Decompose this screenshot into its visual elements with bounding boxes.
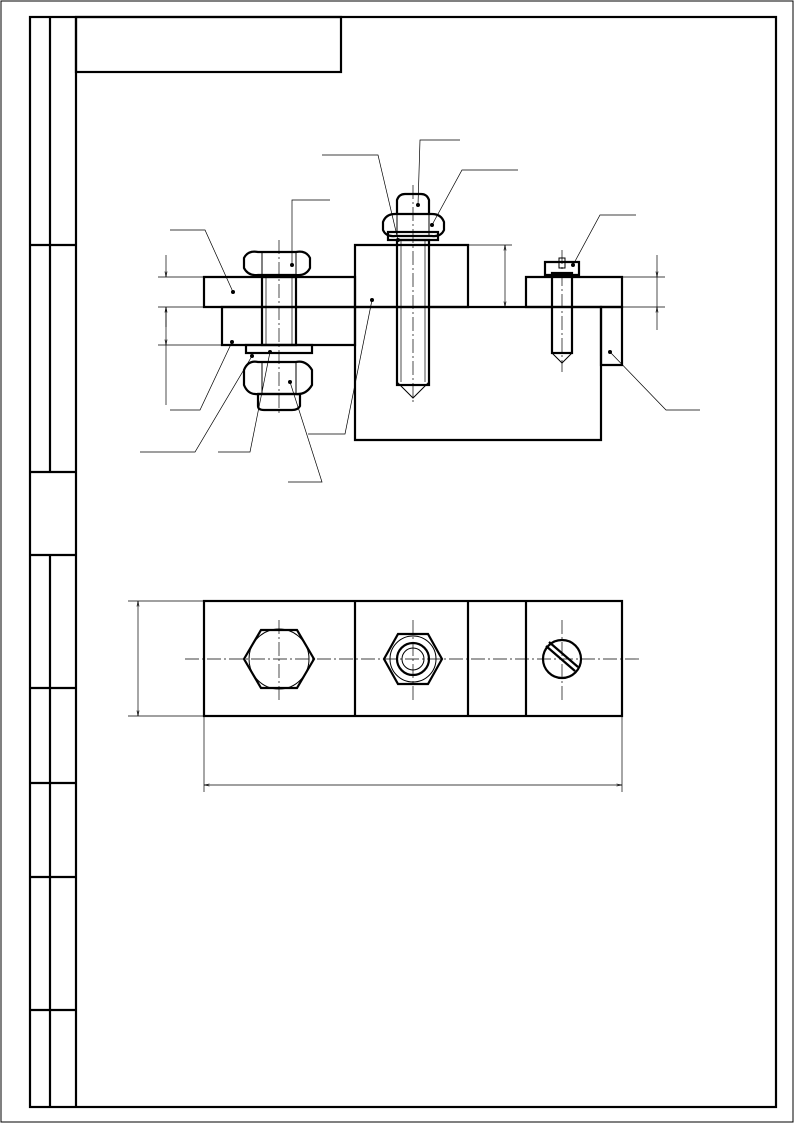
top-view-outline — [202, 599, 624, 718]
screw — [543, 250, 581, 372]
base-block — [353, 305, 603, 442]
stud-nut-top — [382, 632, 444, 686]
right-bracket — [599, 305, 624, 367]
stud-flange-block — [353, 243, 470, 309]
callout-leaders — [140, 139, 700, 483]
screw-plate — [524, 275, 624, 309]
stud — [381, 185, 446, 405]
title-block — [74, 15, 343, 74]
section-view — [140, 139, 700, 483]
side-stamp-column — [30, 17, 78, 1107]
bolt-head-top — [242, 628, 316, 690]
upper-left-plate — [202, 275, 357, 309]
top-dimensions — [128, 600, 623, 792]
screw-head-top — [541, 638, 583, 680]
section-dimensions — [158, 244, 665, 405]
bolt — [242, 240, 314, 415]
lower-left-plate — [220, 305, 357, 347]
top-view — [128, 599, 640, 792]
